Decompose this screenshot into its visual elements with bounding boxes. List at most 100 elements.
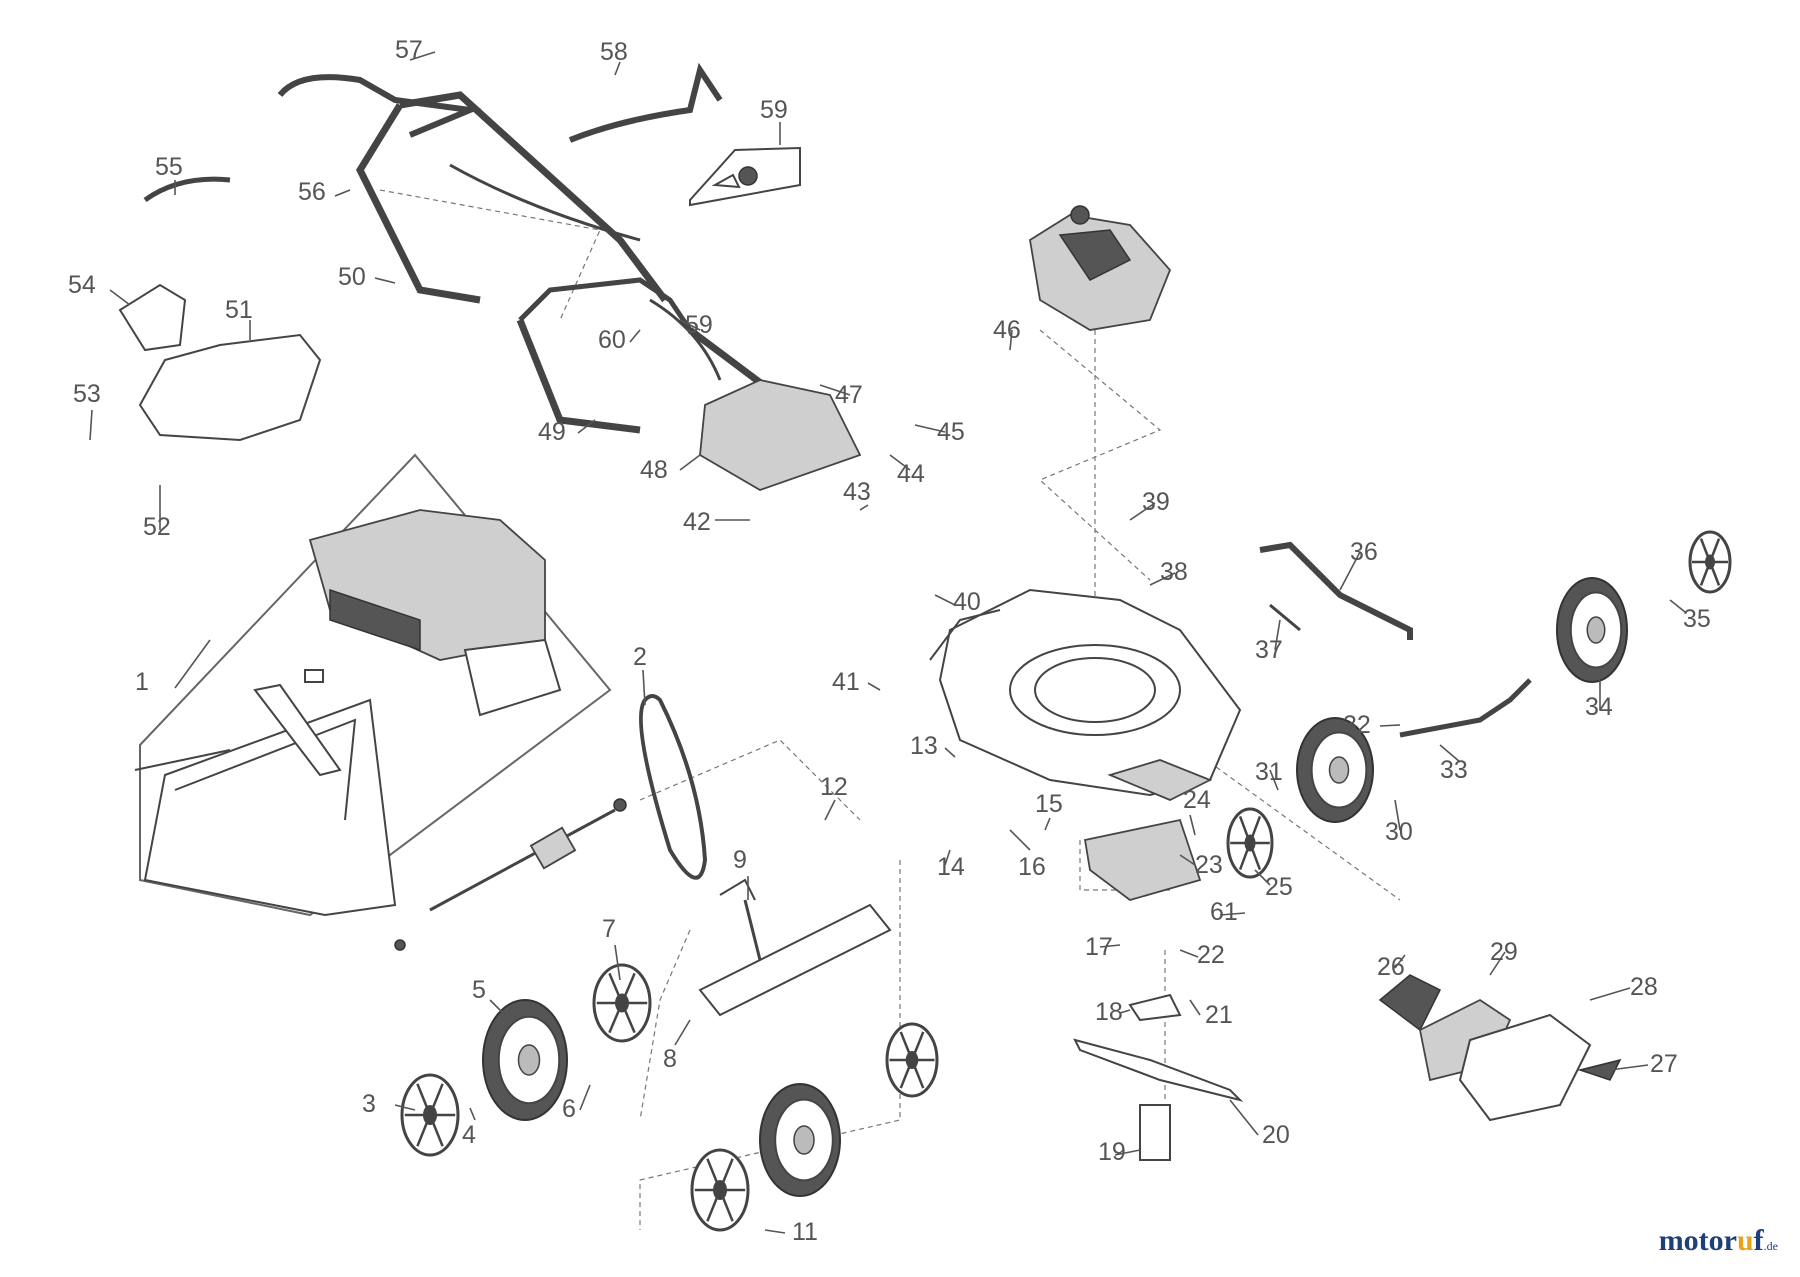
label-52: 52 [143,513,171,541]
hubcap-left [400,1073,460,1157]
label-20: 20 [1262,1121,1290,1149]
hubcap-35 [1688,530,1732,594]
label-51: 51 [225,296,253,324]
front-axle-parts [394,798,627,951]
label-21: 21 [1205,1001,1233,1029]
leader-line [1669,599,1686,613]
label-41: 41 [832,668,860,696]
label-32: 32 [1343,711,1371,739]
brand-text-u: u [1736,1224,1754,1257]
leader-line [1274,619,1281,651]
leader-line [1114,1149,1141,1156]
rear-axle-parts [1259,541,1532,738]
hubcap-right [690,1148,750,1232]
label-54: 54 [68,271,96,299]
label-37: 37 [1255,636,1283,664]
leader-line [1394,954,1406,969]
leader-line [109,289,131,306]
leader-line [1009,329,1013,351]
part-number-labels: 1 2 3 4 5 6 7 8 9 11 12 13 14 15 16 17 1… [68,36,1711,1246]
leader-line [1379,724,1401,727]
label-19: 19 [1098,1138,1126,1166]
brand-text-f: f [1753,1224,1764,1257]
leader-line [334,189,351,197]
leader-line [889,454,911,471]
label-29: 29 [1490,938,1518,966]
rear-wheel-left [1296,717,1374,823]
leader-line [374,277,396,284]
label-11: 11 [792,1218,818,1246]
label-45: 45 [937,418,965,446]
leader-line [469,1107,476,1121]
label-49: 49 [538,418,566,446]
leader-line [1439,744,1461,763]
label-46: 46 [993,316,1021,344]
label-31: 31 [1255,758,1283,786]
leader-lines [89,51,1686,1234]
leader-line [1229,1099,1259,1136]
label-27: 27 [1650,1050,1678,1078]
front-wheel-left [482,999,568,1121]
leader-line [579,1084,591,1111]
leader-line [1394,799,1401,831]
leader-line [1099,944,1121,948]
label-42: 42 [683,508,711,536]
leader-line [914,424,946,433]
label-1: 1 [135,668,149,696]
leader-line [1189,814,1196,836]
brand-text-domain: .de [1763,1239,1778,1253]
label-59-mid: 59 [685,311,713,339]
label-43: 43 [843,478,871,506]
hubcap-25 [1226,807,1274,879]
label-24: 24 [1183,786,1211,814]
label-56: 56 [298,178,326,206]
leader-line [1149,572,1176,586]
label-50: 50 [338,263,366,291]
label-8: 8 [663,1045,677,1073]
wheels-layer [400,530,1732,1232]
label-30: 30 [1385,818,1413,846]
leader-line [642,669,646,706]
label-16: 16 [1018,853,1046,881]
leader-line [859,504,869,511]
leader-line [934,594,956,606]
leader-line [89,409,93,441]
label-44: 44 [897,460,925,488]
label-12: 12 [820,773,848,801]
label-2: 2 [633,643,647,671]
label-18: 18 [1095,998,1123,1026]
leader-line [944,747,956,758]
leader-line [1119,1009,1131,1014]
label-47: 47 [835,381,863,409]
label-14: 14 [937,853,965,881]
label-59-top: 59 [760,96,788,124]
leader-line [679,454,701,471]
mulch-discharge [1378,974,1622,1122]
label-5: 5 [472,976,486,1004]
height-lever [698,878,892,1017]
label-26: 26 [1377,953,1405,981]
label-9: 9 [733,846,747,874]
label-58: 58 [600,38,628,66]
label-36: 36 [1350,538,1378,566]
rear-covers [118,283,862,771]
label-48: 48 [640,456,668,484]
blade-assembly [1073,818,1244,1161]
leader-line [1189,999,1201,1016]
label-7: 7 [602,915,616,943]
leader-line [944,849,951,866]
leader-line [867,682,881,691]
label-28: 28 [1630,973,1658,1001]
leader-line [614,944,621,981]
leader-line [1129,502,1156,521]
front-wheel-right [759,1083,841,1197]
leader-line [1269,769,1279,791]
leader-line [1219,912,1246,916]
leader-line [679,319,701,331]
leader-line [614,61,621,76]
label-15: 15 [1035,790,1063,818]
brand-logo: motoruf.de [1659,1224,1778,1258]
leader-line [1254,869,1271,886]
